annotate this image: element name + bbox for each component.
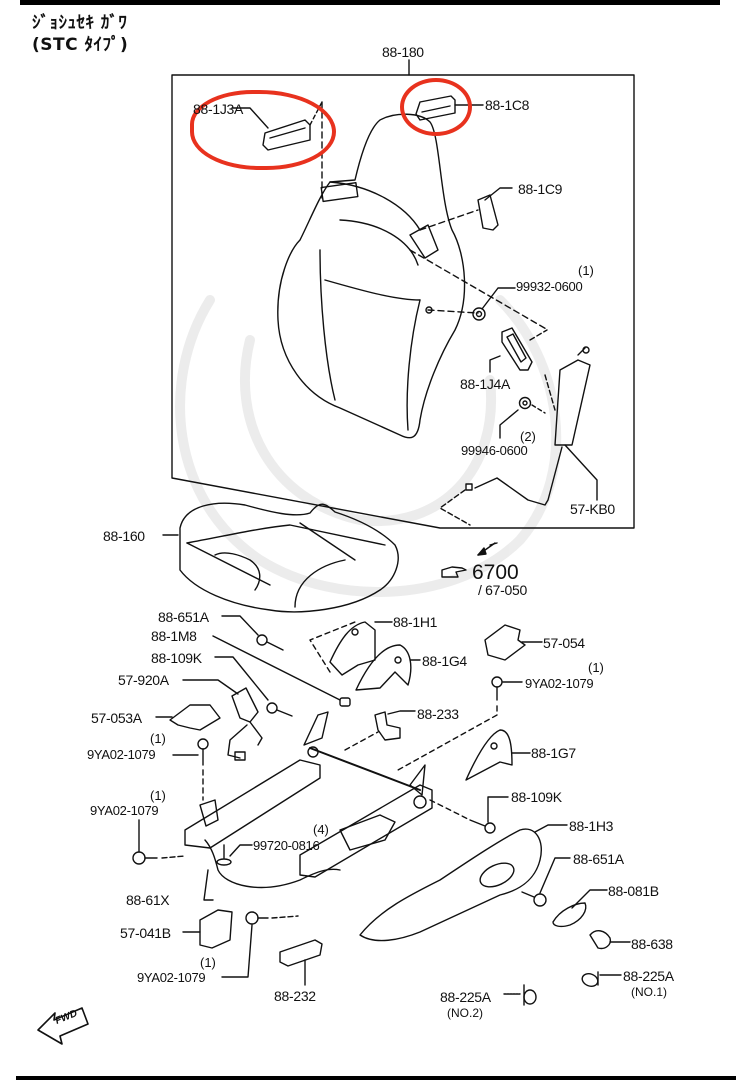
label-88-1G7[interactable]: 88-1G7 [531,745,576,761]
label-88-1C9[interactable]: 88-1C9 [518,181,563,197]
title-line-2: (STC ﾀｲﾌﾟ) [32,35,129,55]
part-99932-0600-illustration [472,307,486,321]
part-88-1G7-illustration [465,729,513,781]
highlight-circle-88-1C8 [400,78,472,136]
label-57-KB0[interactable]: 57-KB0 [570,501,615,517]
part-88-225A-no1-illustration [581,971,599,987]
part-57-054-illustration [484,624,526,661]
label-88-081B[interactable]: 88-081B [608,883,659,899]
label-9YA02-1079-c[interactable]: 9YA02-1079 [525,676,594,691]
qty-9YA02-1079-a: (1) [150,731,166,746]
top-rule [20,0,720,5]
part-9YA02-1079-c-illustration [491,676,503,701]
part-88-651A-bottom-illustration [521,891,547,907]
label-88-1G4[interactable]: 88-1G4 [422,653,467,669]
label-99946-0600[interactable]: 99946-0600 [461,443,528,458]
ref-6700[interactable]: 6700 [472,561,519,584]
part-88-1G4-illustration [355,644,412,691]
part-88-081B-illustration [552,902,587,928]
part-88-1J4A-illustration [501,327,533,371]
label-88-233[interactable]: 88-233 [417,706,459,722]
label-88-232[interactable]: 88-232 [274,988,316,1004]
part-88-109K-left-illustration [266,702,293,717]
label-88-1C8[interactable]: 88-1C8 [485,97,530,113]
part-57-053A-illustration [169,704,221,731]
part-88-233-illustration [374,711,401,741]
part-57-KB0-illustration [465,346,591,506]
label-88-638[interactable]: 88-638 [631,936,673,952]
label-99932-0600[interactable]: 99932-0600 [516,279,583,294]
bottom-rule [16,1076,736,1080]
part-88-225A-no2-illustration [523,984,537,1006]
label-88-109K-left[interactable]: 88-109K [151,650,202,666]
label-9YA02-1079-a[interactable]: 9YA02-1079 [87,747,156,762]
label-57-920A[interactable]: 57-920A [118,672,169,688]
label-99720-0816[interactable]: 99720-0816 [253,838,320,853]
label-88-109K-right[interactable]: 88-109K [511,789,562,805]
part-88-1C9-illustration [477,194,499,231]
label-88-1H1[interactable]: 88-1H1 [393,614,438,630]
qty-9YA02-1079-d: (1) [200,955,216,970]
part-57-920A-illustration [227,687,263,761]
qty-9YA02-1079-c: (1) [588,660,604,675]
label-88-160[interactable]: 88-160 [103,528,145,544]
part-99946-0600-illustration [518,396,532,410]
part-9YA02-1079-b-illustration [132,851,158,865]
label-88-1M8[interactable]: 88-1M8 [151,628,197,644]
part-88-160-illustration [179,502,399,613]
part-88-109K-right-illustration [469,819,496,834]
part-88-638-illustration [589,930,612,950]
part-99720-0816-illustration [216,844,232,866]
label-57-053A[interactable]: 57-053A [91,710,142,726]
part-88-1M8-illustration [339,697,351,707]
highlight-circle-88-1J3A [190,90,336,170]
part-9YA02-1079-d-illustration [245,911,269,925]
ref-67-050[interactable]: / 67-050 [478,582,527,598]
label-88-225A-no2[interactable]: 88-225A [440,989,491,1005]
part-57-041B-illustration [199,909,233,949]
part-9YA02-1079-a-illustration [197,738,209,766]
part-88-1H1-illustration [329,621,376,676]
label-88-225A-no1[interactable]: 88-225A [623,968,674,984]
label-88-1J3A[interactable]: 88-1J3A [193,101,244,117]
label-9YA02-1079-d[interactable]: 9YA02-1079 [137,970,206,985]
part-88-232-illustration [279,939,323,967]
qty-99932-0600: (1) [578,263,594,278]
note-88-225A-no2: (NO.2) [447,1006,483,1020]
part-88-651A-top-illustration [256,634,284,651]
qty-99720-0816: (4) [313,822,329,837]
label-88-1J4A[interactable]: 88-1J4A [460,376,511,392]
label-88-180[interactable]: 88-180 [382,44,424,60]
label-88-651A-top[interactable]: 88-651A [158,609,209,625]
part-88-1H3-illustration [359,828,542,942]
label-88-61X[interactable]: 88-61X [126,892,170,908]
label-88-1H3[interactable]: 88-1H3 [569,818,614,834]
pointing-hand-icon [441,566,467,578]
label-57-054[interactable]: 57-054 [543,635,585,651]
label-88-651A-bottom[interactable]: 88-651A [573,851,624,867]
ref-6700-arrow [477,542,498,556]
watermark [175,295,562,597]
part-88-61X-illustration [204,839,341,888]
seat-frame-illustration [184,711,433,878]
note-88-225A-no1: (NO.1) [631,985,667,999]
qty-9YA02-1079-b: (1) [150,788,166,803]
qty-99946-0600: (2) [520,429,536,444]
seatback-group-box [171,59,635,529]
label-57-041B[interactable]: 57-041B [120,925,171,941]
fwd-arrow-icon [37,1007,89,1045]
diagram-title: ｼﾞｮｼｭｾｷ ｶﾞﾜ (STC ﾀｲﾌﾟ) [32,12,128,56]
label-9YA02-1079-b[interactable]: 9YA02-1079 [90,803,159,818]
title-line-1: ｼﾞｮｼｭｾｷ ｶﾞﾜ [32,13,128,33]
